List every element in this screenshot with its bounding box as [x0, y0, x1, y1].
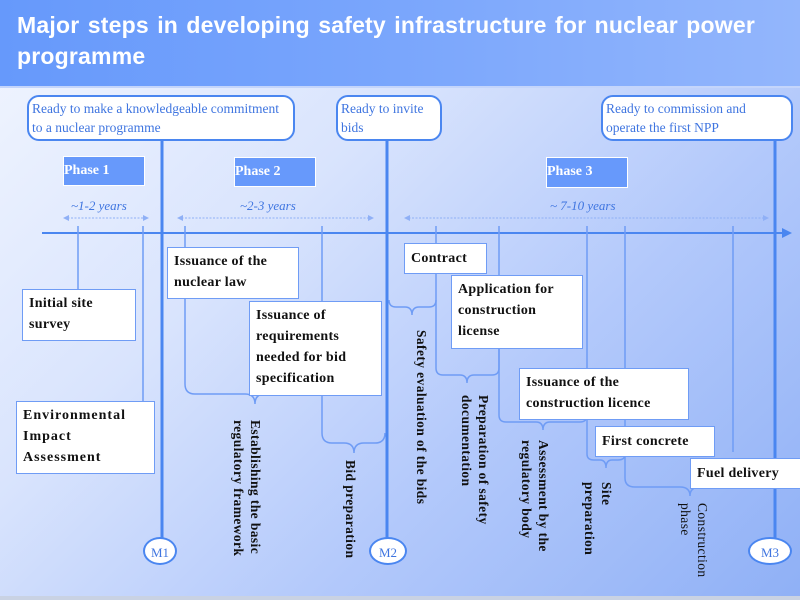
event-fuel-delivery: Fuel delivery	[690, 458, 800, 489]
event-contract-label: Contract	[411, 251, 468, 266]
activity-construction-phase: Construction phase	[678, 503, 710, 578]
slide-title: Major steps in developing safety infrast…	[17, 12, 755, 69]
milestone-m2-marker: M2	[369, 537, 407, 565]
phase-1-tag: Phase 1	[63, 156, 145, 186]
phase-1-duration: ~1-2 years	[71, 198, 127, 213]
bracket-regulatory-assessment	[498, 348, 588, 431]
event-first-concrete-label: First concrete	[602, 434, 689, 449]
phase-1-label: Phase 1	[64, 163, 110, 178]
bracket-site-preparation	[586, 420, 626, 469]
milestone-m3-label: Ready to commission and operate the firs…	[606, 101, 746, 135]
event-eia-label: Environmental Impact Assessment	[23, 408, 126, 465]
event-contract: Contract	[404, 243, 487, 274]
event-initial-site-survey: Initial site survey	[22, 289, 136, 341]
phase-2-tag: Phase 2	[234, 157, 316, 187]
phase-3-duration: ~ 7-10 years	[550, 198, 616, 213]
activity-safety-evaluation-bids: Safety evaluation of the bids	[414, 330, 429, 505]
milestone-m1-callout: Ready to make a knowledgeable commitment…	[27, 95, 295, 141]
phase-3-tag: Phase 3	[546, 157, 628, 188]
activity-regulatory-framework: Establishing the basic regulatory framew…	[231, 420, 263, 557]
event-first-concrete: First concrete	[595, 426, 715, 457]
milestone-m1-marker: M1	[143, 537, 177, 565]
bracket-bid-preparation	[321, 390, 386, 454]
slide-bottom-border	[0, 596, 800, 600]
milestone-m3-callout: Ready to commission and operate the firs…	[601, 95, 793, 141]
event-issuance-construction-licence: Issuance of the construction licence	[519, 368, 689, 420]
milestone-m1-label: Ready to make a knowledgeable commitment…	[32, 101, 280, 135]
activity-safety-documentation: Preparation of safety documentation	[459, 395, 491, 525]
bracket-safety-documentation	[435, 300, 500, 384]
event-issuance-requirements: Issuance of requirements needed for bid …	[249, 301, 382, 396]
title-bar: Major steps in developing safety infrast…	[0, 0, 800, 88]
bracket-safety-evaluation	[388, 260, 437, 316]
event-application-label: Application for construction license	[458, 282, 554, 339]
event-application-construction-license: Application for construction license	[451, 275, 583, 349]
activity-site-preparation: Site preparation	[582, 482, 614, 556]
event-fuel-delivery-label: Fuel delivery	[697, 466, 780, 481]
milestone-m2-label: Ready to invite bids	[341, 101, 424, 135]
activity-regulatory-assessment: Assessment by the regulatory body	[519, 440, 551, 552]
phase-2-duration: ~2-3 years	[240, 198, 296, 213]
activity-bid-preparation: Bid preparation	[343, 460, 358, 559]
phase-2-label: Phase 2	[235, 164, 281, 179]
milestone-m2-callout: Ready to invite bids	[336, 95, 442, 141]
event-requirements-label: Issuance of requirements needed for bid …	[256, 308, 347, 386]
phase-3-label: Phase 3	[547, 164, 593, 179]
milestone-m3-marker: M3	[748, 537, 792, 565]
event-issuance-nuclear-law: Issuance of the nuclear law	[167, 247, 299, 299]
event-initial-site-survey-label: Initial site survey	[29, 296, 93, 332]
event-nuclear-law-label: Issuance of the nuclear law	[174, 254, 268, 290]
event-environmental-impact-assessment: Environmental Impact Assessment	[16, 401, 155, 474]
event-construction-licence-label: Issuance of the construction licence	[526, 375, 651, 411]
